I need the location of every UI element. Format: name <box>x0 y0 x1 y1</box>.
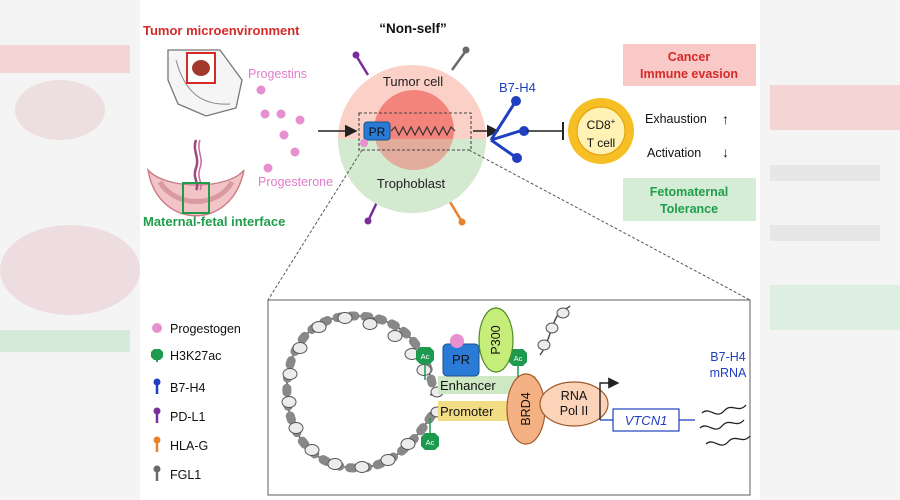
tumor-microenvironment-title: Tumor microenvironment <box>143 23 300 38</box>
legend-item-b7h4: B7-H4 <box>153 378 205 395</box>
pr-receptor-box <box>363 121 391 141</box>
pr-protein-label: PR <box>452 352 470 367</box>
non-self-label: “Non-self” <box>379 21 447 36</box>
acetyl-mark-icon <box>151 349 163 362</box>
transcription-start-arrow <box>599 377 620 420</box>
zoom-region-box <box>358 112 472 151</box>
legend-item-fgl1: FGL1 <box>153 465 201 482</box>
zoom-line-left <box>267 149 363 301</box>
b7h4-label: B7-H4 <box>499 80 536 95</box>
legend-item-progestogen: Progestogen <box>152 322 241 336</box>
maternal-fetal-interface-title: Maternal-fetal interface <box>143 214 285 229</box>
svg-text:Ac: Ac <box>514 354 523 363</box>
interface-highlight-box <box>182 182 210 214</box>
cancer-outcome-box <box>623 44 756 86</box>
t-cell-label: T cell <box>587 136 615 150</box>
brd4-label: BRD4 <box>519 392 533 425</box>
svg-text:PD-L1: PD-L1 <box>170 410 205 424</box>
svg-text:Ac: Ac <box>421 352 430 361</box>
acetyl-mark-lower: Ac <box>421 418 439 450</box>
placenta-illustration <box>146 139 245 217</box>
hlag-receptor-icon <box>153 436 161 452</box>
progestogen-dots <box>256 85 305 173</box>
vtcn1-gene-box <box>612 408 680 432</box>
breast-illustration <box>167 49 243 117</box>
tolerance-outcome-box <box>623 178 756 221</box>
progestogen-ligand <box>450 334 464 348</box>
legend-item-hlag: HLA-G <box>153 436 208 453</box>
fgl1-receptor-icon <box>153 465 161 481</box>
tolerance-line1: Fetomaternal <box>650 185 729 199</box>
mrna-strands <box>699 404 751 446</box>
svg-text:H3K27ac: H3K27ac <box>170 349 221 363</box>
activation-down-arrow: ↓ <box>722 144 729 160</box>
svg-text:Ac: Ac <box>426 438 435 447</box>
cd8-t-cell <box>568 98 634 164</box>
tolerance-line2: Tolerance <box>660 202 718 216</box>
b7h4-receptor-icon <box>153 378 161 394</box>
rna-pol-ii-protein <box>539 381 609 427</box>
zoom-line-right <box>468 149 751 301</box>
pr-receptor-label: PR <box>369 125 386 139</box>
svg-text:FGL1: FGL1 <box>170 468 201 482</box>
acetyl-mark-upper: Ac <box>416 347 434 380</box>
vtcn1-gene-label: VTCN1 <box>625 413 668 428</box>
cancer-line2: Immune evasion <box>640 67 738 81</box>
trophoblast-label: Trophoblast <box>377 176 446 191</box>
rna-pol-line1: RNA <box>561 389 588 403</box>
svg-text:B7-H4: B7-H4 <box>170 381 205 395</box>
activation-label: Activation <box>647 146 701 160</box>
dna-strand <box>390 125 456 137</box>
rna-pol-line2: Pol II <box>560 404 589 418</box>
chromatin-loop <box>281 305 571 473</box>
cd8-label: CD8+ <box>587 117 616 132</box>
legend-item-pdl1: PD-L1 <box>153 407 205 424</box>
legend: Progestogen H3K27ac B7-H4 PD-L1 <box>151 322 241 482</box>
tumor-cell-label: Tumor cell <box>383 74 443 89</box>
progestogen-icon <box>152 323 162 333</box>
b7h4-receptors <box>489 96 529 163</box>
exhaustion-up-arrow: ↑ <box>722 111 729 127</box>
legend-item-h3k27ac: H3K27ac <box>151 349 221 363</box>
svg-text:HLA-G: HLA-G <box>170 439 208 453</box>
enhancer-label: Enhancer <box>440 378 496 393</box>
cancer-line1: Cancer <box>668 50 711 64</box>
pr-ligand-dot <box>360 139 368 147</box>
p300-label: P300 <box>489 325 503 354</box>
mrna-label-line2: mRNA <box>710 366 747 380</box>
svg-text:Progestogen: Progestogen <box>170 322 241 336</box>
acetyl-mark-p300: Ac <box>509 349 527 378</box>
tumor-mass <box>192 60 210 76</box>
exhaustion-label: Exhaustion <box>645 112 707 126</box>
progesterone-label: Progesterone <box>258 175 333 189</box>
mrna-label-line1: B7-H4 <box>710 350 745 364</box>
pdl1-receptor-icon <box>153 407 161 423</box>
promoter-label: Promoter <box>440 404 494 419</box>
cell-surface-receptors <box>352 46 470 226</box>
progestins-label: Progestins <box>248 67 307 81</box>
p300-protein <box>478 307 514 373</box>
